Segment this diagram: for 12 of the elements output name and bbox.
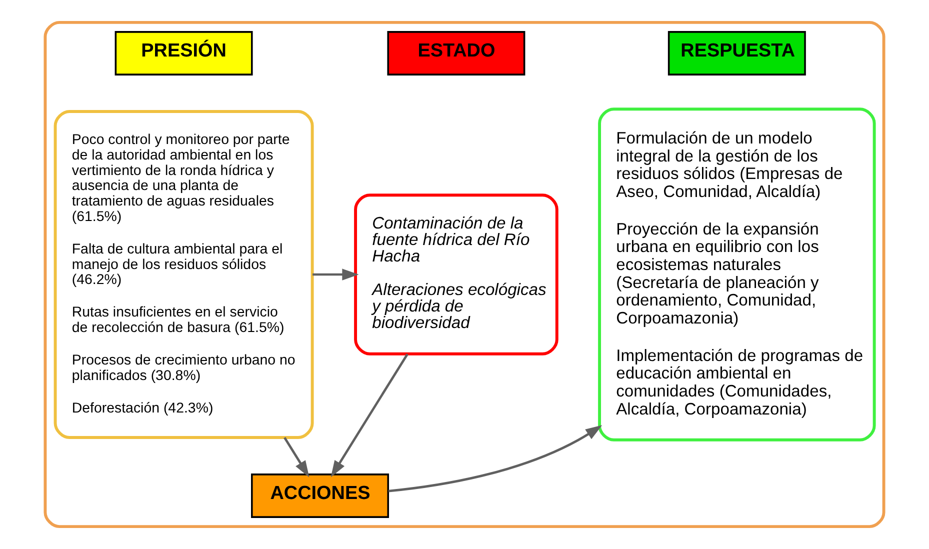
node-box: ACCIONES — [251, 474, 389, 518]
node-box: RESPUESTA — [668, 31, 806, 76]
arrow — [284, 437, 310, 478]
node-box: Contaminación de la fuente hídrica del Río Hacha Alteraciones ecológicas y pérdida de biodiversidad — [354, 194, 558, 356]
arrow — [330, 353, 408, 478]
arrow — [312, 268, 359, 280]
node-box: ESTADO — [387, 31, 526, 76]
arrow — [388, 425, 602, 492]
cluster — [44, 20, 886, 528]
node-box: PRESIÓN — [114, 31, 253, 76]
node-box: Formulación de un modelo integral de la gestión de los residuos sólidos (Empresas de Aseo, Comunidad, Alcaldía) Proyección de la expansión urbana en equilibrio con los ecosistemas naturales (Secretaría de planeación y ordenamiento, Comunidad, Corpoamazonia) Implementación de programas de educación ambiental en comunidades (Comunidades, Alcaldía, Corpoamazonia) — [598, 108, 876, 442]
node-box: Poco control y monitoreo por parte de la autoridad ambiental en los vertimiento de la ronda hídrica y ausencia de una planta de tratamiento de aguas residuales (61.5%) Falta de cultura ambiental para el manejo de los residuos sólidos (46.2%) Rutas insuficientes en el servicio de recolección de basura (61.5%) Procesos de crecimiento urbano no planificados (30.8%) Deforestación (42.3%) — [54, 110, 314, 439]
